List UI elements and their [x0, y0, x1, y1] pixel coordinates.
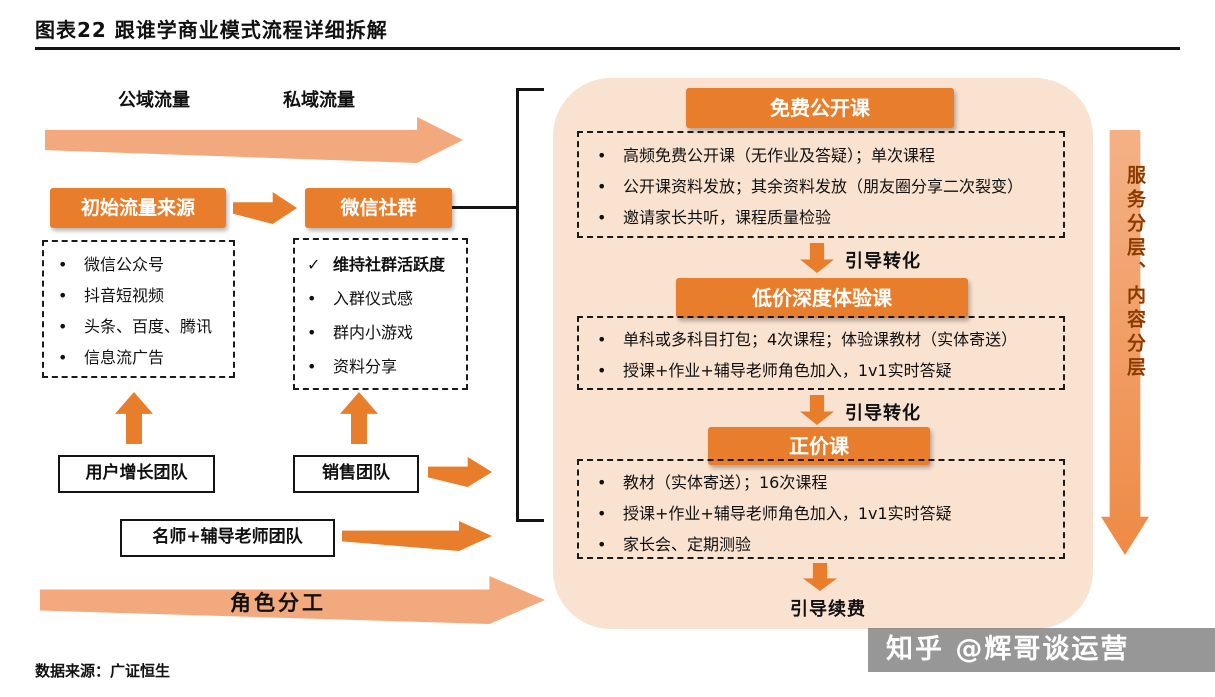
list-item: • 入群仪式感	[303, 282, 466, 316]
stage-full-price-list: • 教材（实体寄送）；16次课程 • 授课+作业+辅导老师角色加入，1v1实时答…	[577, 459, 1065, 559]
bullet-icon: •	[597, 208, 607, 227]
stage-trial-class-list: • 单科或多科目打包；4次课程；体验课教材（实体寄送） • 授课+作业+辅导老师…	[577, 316, 1065, 390]
bullet-icon: •	[307, 289, 317, 308]
bullet-icon: •	[597, 473, 607, 492]
list-item-text: 入群仪式感	[333, 289, 414, 308]
list-item: • 家长会、定期测验	[593, 529, 1063, 560]
list-item-text: 资料分享	[333, 357, 398, 376]
role-division-label: 角色分工	[230, 591, 326, 615]
list-item-text: 邀请家长共听，课程质量检验	[623, 208, 832, 227]
bullet-icon: •	[58, 286, 68, 305]
source-to-wechat-arrow	[233, 192, 297, 224]
teacher-team-box: 名师+辅导老师团队	[120, 519, 335, 557]
sales-team-box: 销售团队	[293, 455, 419, 493]
list-item-text: 群内小游戏	[333, 323, 414, 342]
list-item: • 教材（实体寄送）；16次课程	[593, 467, 1063, 498]
list-item-text: 头条、百度、腾讯	[84, 317, 213, 336]
public-traffic-label: 公域流量	[118, 90, 190, 111]
group-items-list: ✓ 维持社群活跃度 • 入群仪式感 • 群内小游戏 • 资料分享	[293, 238, 468, 390]
list-item-text: 信息流广告	[84, 348, 165, 367]
wechat-group-box: 微信社群	[305, 188, 452, 228]
list-item: • 高频免费公开课（无作业及答疑）；单次课程	[593, 140, 1063, 171]
bullet-icon: •	[307, 357, 317, 376]
service-layering-label: 服务分层、内容分层	[1124, 165, 1146, 381]
bullet-icon: •	[597, 146, 607, 165]
bullet-icon: •	[58, 255, 68, 274]
bullet-icon: •	[597, 361, 607, 380]
list-item: • 资料分享	[303, 350, 466, 384]
list-item-text: 授课+作业+辅导老师角色加入，1v1实时答疑	[623, 504, 952, 523]
list-item-text: 维持社群活跃度	[333, 255, 446, 274]
bullet-icon: •	[58, 348, 68, 367]
list-item: • 头条、百度、腾讯	[54, 311, 233, 342]
list-item-text: 公开课资料发放；其余资料发放（朋友圈分享二次裂变）	[623, 177, 1024, 196]
stage-free-class-list: • 高频免费公开课（无作业及答疑）；单次课程 • 公开课资料发放；其余资料发放（…	[577, 131, 1065, 238]
list-item: • 群内小游戏	[303, 316, 466, 350]
list-item-text: 抖音短视频	[84, 286, 165, 305]
stage-trial-class-box: 低价深度体验课	[676, 278, 968, 318]
stage-free-class-box: 免费公开课	[686, 88, 954, 128]
title-underline	[35, 47, 1180, 50]
sales-to-panel-arrow	[428, 457, 492, 487]
list-item-text: 教材（实体寄送）；16次课程	[623, 473, 828, 492]
sales-team-up-arrow	[340, 392, 378, 444]
private-traffic-label: 私域流量	[283, 90, 355, 111]
list-item-text: 微信公众号	[84, 255, 165, 274]
initial-source-box: 初始流量来源	[50, 188, 226, 228]
bullet-icon: •	[597, 177, 607, 196]
connector-line	[452, 206, 518, 209]
stage-full-price-box: 正价课	[708, 427, 930, 465]
list-item-text: 单科或多科目打包；4次课程；体验课教材（实体寄送）	[623, 330, 1018, 349]
list-item-text: 高频免费公开课（无作业及答疑）；单次课程	[623, 146, 936, 165]
user-growth-team-box: 用户增长团队	[58, 455, 215, 493]
bullet-icon: •	[597, 504, 607, 523]
funnel-panel	[553, 78, 1093, 629]
source-items-list: • 微信公众号 • 抖音短视频 • 头条、百度、腾讯 • 信息流广告	[42, 240, 235, 378]
list-item-text: 授课+作业+辅导老师角色加入，1v1实时答疑	[623, 361, 952, 380]
watermark: 知乎 @辉哥谈运营	[868, 628, 1215, 672]
teachers-to-panel-arrow	[342, 521, 492, 551]
bullet-icon: •	[307, 323, 317, 342]
stage3-arrow-label: 引导续费	[790, 599, 866, 620]
bracket-top-stub	[516, 88, 544, 91]
list-item: ✓ 维持社群活跃度	[303, 248, 466, 282]
data-source-note: 数据来源：广证恒生	[35, 662, 171, 680]
growth-team-up-arrow	[115, 392, 153, 444]
bracket-bottom-stub	[516, 519, 544, 522]
list-item: • 邀请家长共听，课程质量检验	[593, 202, 1063, 233]
bullet-icon: •	[58, 317, 68, 336]
list-item: • 信息流广告	[54, 342, 233, 373]
stage2-arrow-label: 引导转化	[845, 403, 921, 424]
bullet-icon: •	[597, 330, 607, 349]
list-item-text: 家长会、定期测验	[623, 535, 752, 554]
check-icon: ✓	[307, 255, 321, 274]
traffic-flow-arrow	[45, 117, 463, 163]
stage1-arrow-label: 引导转化	[845, 251, 921, 272]
list-item: • 抖音短视频	[54, 280, 233, 311]
list-item: • 授课+作业+辅导老师角色加入，1v1实时答疑	[593, 498, 1063, 529]
figure-title: 图表22 跟谁学商业模式流程详细拆解	[35, 18, 388, 42]
list-item: • 授课+作业+辅导老师角色加入，1v1实时答疑	[593, 355, 1063, 386]
list-item: • 微信公众号	[54, 249, 233, 280]
bullet-icon: •	[597, 535, 607, 554]
list-item: • 公开课资料发放；其余资料发放（朋友圈分享二次裂变）	[593, 171, 1063, 202]
list-item: • 单科或多科目打包；4次课程；体验课教材（实体寄送）	[593, 324, 1063, 355]
bracket-vertical-line	[516, 88, 519, 522]
